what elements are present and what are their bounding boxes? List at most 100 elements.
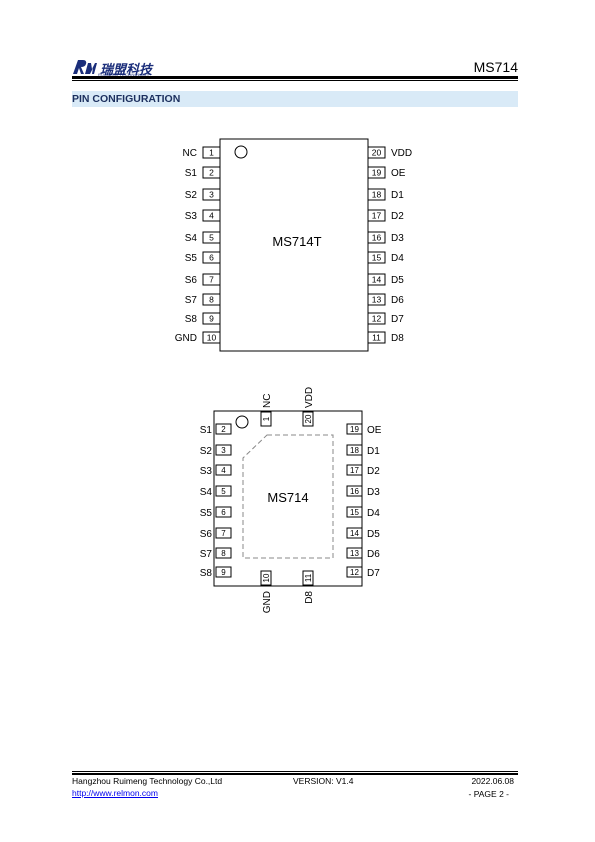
pin-box [367, 331, 386, 344]
pin-label: S4 [200, 487, 213, 498]
footer-url-link[interactable]: http://www.relmon.com [72, 788, 158, 798]
pin-number: 4 [221, 466, 226, 475]
header-rule [72, 76, 518, 79]
pin-box [215, 464, 232, 476]
pin-label: NC [262, 394, 273, 408]
pin-number: 18 [350, 446, 359, 455]
pin-box [202, 188, 221, 201]
pin-box [215, 485, 232, 497]
pin-box [202, 146, 221, 159]
pin-label: D8 [391, 333, 404, 344]
pin-number: 2 [221, 425, 226, 434]
pin-box [215, 527, 232, 539]
pin-label: VDD [391, 148, 412, 159]
pin-number: 6 [209, 253, 214, 263]
pin-box [346, 566, 363, 578]
pin-box [346, 485, 363, 497]
footer-date: 2022.06.08 [471, 776, 514, 786]
logo-subtext: RUIMENG TECHNOLOGY [98, 72, 150, 77]
pin-number: 15 [372, 253, 382, 263]
pin-box [367, 146, 386, 159]
package-1-name: MS714T [272, 234, 321, 249]
pin-number: 16 [350, 487, 359, 496]
pin-number: 5 [209, 233, 214, 243]
pin-label: S8 [185, 314, 198, 325]
pin-box [302, 570, 314, 586]
pin-box [346, 423, 363, 435]
pin-number: 14 [350, 529, 359, 538]
pin-label: D3 [367, 487, 380, 498]
pin-label: OE [367, 425, 382, 436]
pin-box [260, 411, 272, 427]
pin-number: 14 [372, 275, 382, 285]
pin-label: OE [391, 168, 406, 179]
exposed-pad [242, 434, 334, 559]
pin-number: 16 [372, 233, 382, 243]
pin-label: D6 [367, 549, 380, 560]
pin-label: NC [183, 148, 197, 159]
pin-number: 8 [209, 295, 214, 305]
pin-label: D5 [391, 275, 404, 286]
footer-rule [72, 771, 518, 772]
pin-number: 19 [350, 425, 359, 434]
pin-label: D4 [391, 253, 404, 264]
pin-number: 17 [372, 211, 382, 221]
pin-label: S6 [200, 529, 213, 540]
pin-box [215, 444, 232, 456]
company-logo: 瑞盟科技 RUIMENG TECHNOLOGY [72, 57, 152, 77]
header-rule-thin [72, 80, 518, 81]
pin-label: D7 [367, 568, 380, 579]
pin-label: S1 [185, 168, 198, 179]
pin-box [346, 506, 363, 518]
pin1-marker [235, 415, 249, 429]
pin-box [260, 570, 272, 586]
pin-box [346, 464, 363, 476]
pin-box [367, 188, 386, 201]
pin-box [367, 312, 386, 325]
pin-label: GND [262, 591, 273, 613]
pin-label: D2 [391, 211, 404, 222]
pin-number: 11 [372, 333, 381, 343]
footer-rule-thick [72, 773, 518, 775]
pin-number: 17 [350, 466, 359, 475]
pin-label: S3 [185, 211, 198, 222]
pin-label: S2 [200, 446, 213, 457]
pin-label: D3 [391, 233, 404, 244]
package-1: MS714T 1NC2S13S24S35S46S57S68S79S810GND2… [175, 138, 412, 352]
package-2-body [213, 410, 363, 587]
pin-label: D5 [367, 529, 380, 540]
pin-number: 8 [221, 549, 226, 558]
pin-box [367, 231, 386, 244]
pin-box [202, 273, 221, 286]
pin-label: D8 [304, 591, 315, 604]
pin-label: S5 [200, 508, 213, 519]
pin-label: S5 [185, 253, 198, 264]
pin-number: 7 [209, 275, 214, 285]
pin-box [202, 293, 221, 306]
pin-number: 3 [209, 190, 214, 200]
logo-text: 瑞盟科技 [100, 63, 153, 78]
pin-number: 13 [350, 549, 359, 558]
pin-number: 2 [209, 168, 214, 178]
footer-version: VERSION: V1.4 [293, 776, 354, 786]
footer-company: Hangzhou Ruimeng Technology Co.,Ltd [72, 776, 223, 786]
pin-label: S3 [200, 466, 213, 477]
pin-number: 12 [350, 568, 359, 577]
pin-number: 3 [221, 446, 226, 455]
pin-number: 6 [221, 508, 226, 517]
footer-page-number: - PAGE 2 - [468, 789, 509, 799]
pin-label: S4 [185, 233, 198, 244]
pin-number: 18 [372, 190, 382, 200]
pin-box [346, 527, 363, 539]
pin-label: D1 [391, 190, 404, 201]
pin-box [367, 251, 386, 264]
pin-box [215, 423, 232, 435]
pin-box [367, 293, 386, 306]
pin-box [215, 547, 232, 559]
pin-box [367, 273, 386, 286]
pin-label: D6 [391, 295, 404, 306]
pin-number: 10 [262, 573, 271, 582]
pin-box [202, 251, 221, 264]
